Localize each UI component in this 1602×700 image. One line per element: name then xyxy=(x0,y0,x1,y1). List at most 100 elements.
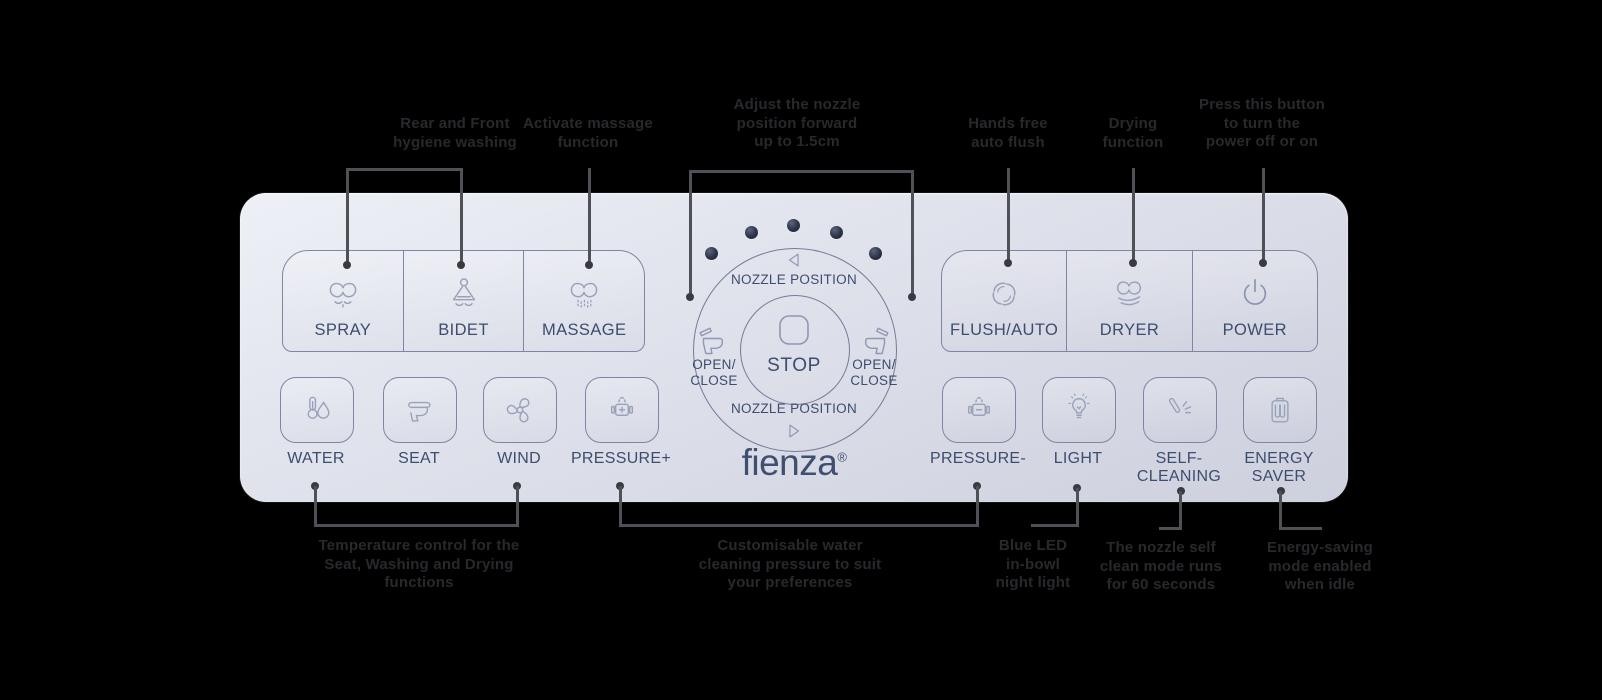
leader-line xyxy=(1179,491,1182,530)
massage-icon xyxy=(562,272,606,316)
open-close-right-label[interactable]: OPEN/ CLOSE xyxy=(850,357,898,388)
nozzle-up-triangle-icon[interactable] xyxy=(785,251,803,269)
leader-dot xyxy=(1129,259,1137,267)
pressure-minus-icon xyxy=(958,389,1000,431)
leader-bracket-temperature xyxy=(314,524,519,527)
brand-logo: fienza® xyxy=(741,442,847,483)
wash-button-group: SPRAY BIDET MASSAGE xyxy=(282,250,646,352)
leader-line xyxy=(314,486,317,527)
open-close-left-label[interactable]: OPEN/ CLOSE xyxy=(690,357,738,388)
wind-button[interactable] xyxy=(483,377,557,443)
stop-label: STOP xyxy=(767,355,821,376)
registered-mark: ® xyxy=(837,449,847,465)
light-button[interactable] xyxy=(1042,377,1116,443)
leader-bracket-nozzle xyxy=(689,170,914,173)
leader-line xyxy=(516,486,519,527)
annotation-self-clean: The nozzle self clean mode runs for 60 s… xyxy=(1099,539,1223,593)
leader-line-dryer xyxy=(1132,168,1135,263)
power-icon xyxy=(1233,272,1277,316)
self-cleaning-label: SELF- CLEANING xyxy=(1136,450,1222,485)
annotation-massage: Activate massage function xyxy=(523,115,653,151)
dryer-button[interactable]: DRYER xyxy=(1067,250,1193,352)
pressure-minus-button[interactable] xyxy=(942,377,1016,443)
energy-saver-icon xyxy=(1259,389,1301,431)
leader-line-massage xyxy=(588,168,591,265)
leader-line xyxy=(1076,488,1079,527)
leader-dot xyxy=(343,261,351,269)
annotation-hygiene-washing: Rear and Front hygiene washing xyxy=(393,115,517,151)
water-icon xyxy=(296,389,338,431)
flush-auto-label: FLUSH/AUTO xyxy=(950,321,1059,339)
nozzle-position-top-label: NOZZLE POSITION xyxy=(730,272,857,287)
leader-bracket-wash xyxy=(346,168,463,171)
toilet-open-close-left-icon[interactable] xyxy=(694,322,734,356)
leader-dot xyxy=(457,261,465,269)
leader-line xyxy=(460,168,463,265)
leader-dot xyxy=(1259,259,1267,267)
pressure-plus-icon xyxy=(601,389,643,431)
self-cleaning-icon xyxy=(1159,389,1201,431)
spray-icon xyxy=(321,272,365,316)
leader-line xyxy=(619,486,622,527)
energy-saver-button[interactable] xyxy=(1243,377,1317,443)
led-indicator-3 xyxy=(787,219,800,232)
function-button-group: FLUSH/AUTO DRYER POWER xyxy=(941,250,1318,352)
pressure-plus-button[interactable] xyxy=(585,377,659,443)
stop-button[interactable] xyxy=(740,295,850,405)
leader-line-power xyxy=(1262,168,1265,263)
leader-line xyxy=(911,170,914,297)
leader-elbow-energy xyxy=(1279,527,1322,530)
water-label: WATER xyxy=(287,450,345,467)
pressure-minus-label: PRESSURE- xyxy=(929,450,1027,467)
flush-icon xyxy=(982,272,1026,316)
water-button[interactable] xyxy=(280,377,354,443)
pressure-plus-label: PRESSURE+ xyxy=(570,450,672,467)
seat-button[interactable] xyxy=(383,377,457,443)
annotation-power: Press this button to turn the power off … xyxy=(1199,96,1325,150)
led-indicator-1 xyxy=(705,247,718,260)
annotation-auto-flush: Hands free auto flush xyxy=(968,115,1048,151)
leader-line-flush xyxy=(1007,168,1010,263)
dryer-label: DRYER xyxy=(1099,321,1160,339)
spray-label: SPRAY xyxy=(314,321,372,339)
leader-line xyxy=(976,486,979,527)
annotation-temperature: Temperature control for the Seat, Washin… xyxy=(318,537,520,591)
leader-elbow-light xyxy=(1031,524,1079,527)
power-label: POWER xyxy=(1222,321,1287,339)
leader-line xyxy=(1279,491,1282,530)
massage-label: MASSAGE xyxy=(541,321,627,339)
stop-icon xyxy=(776,312,812,348)
seat-icon xyxy=(399,389,441,431)
annotation-drying: Drying function xyxy=(1102,115,1164,151)
led-indicator-2 xyxy=(745,226,758,239)
nozzle-dial-ring[interactable] xyxy=(693,248,897,452)
spray-button[interactable]: SPRAY xyxy=(282,250,404,352)
leader-elbow-self-clean xyxy=(1159,527,1182,530)
nozzle-position-bottom-label: NOZZLE POSITION xyxy=(730,401,857,416)
annotation-pressure: Customisable water cleaning pressure to … xyxy=(698,537,882,591)
led-indicator-4 xyxy=(830,226,843,239)
bidet-icon xyxy=(442,272,486,316)
leader-dot xyxy=(686,293,694,301)
leader-dot xyxy=(585,261,593,269)
leader-line xyxy=(689,170,692,297)
leader-dot xyxy=(908,293,916,301)
led-indicator-5 xyxy=(869,247,882,260)
bidet-button[interactable]: BIDET xyxy=(403,250,525,352)
flush-auto-button[interactable]: FLUSH/AUTO xyxy=(941,250,1068,352)
self-cleaning-button[interactable] xyxy=(1143,377,1217,443)
wind-icon xyxy=(499,389,541,431)
massage-button[interactable]: MASSAGE xyxy=(524,250,646,352)
annotation-nozzle-position: Adjust the nozzle position forward up to… xyxy=(733,96,861,150)
wind-label: WIND xyxy=(497,450,541,467)
nozzle-down-triangle-icon[interactable] xyxy=(785,422,803,440)
toilet-open-close-right-icon[interactable] xyxy=(854,322,894,356)
annotation-night-light: Blue LED in-bowl night light xyxy=(995,537,1071,591)
seat-label: SEAT xyxy=(398,450,440,467)
bidet-label: BIDET xyxy=(438,321,489,339)
leader-dot xyxy=(1004,259,1012,267)
leader-line xyxy=(346,168,349,265)
dryer-icon xyxy=(1107,272,1151,316)
power-button[interactable]: POWER xyxy=(1192,250,1318,352)
